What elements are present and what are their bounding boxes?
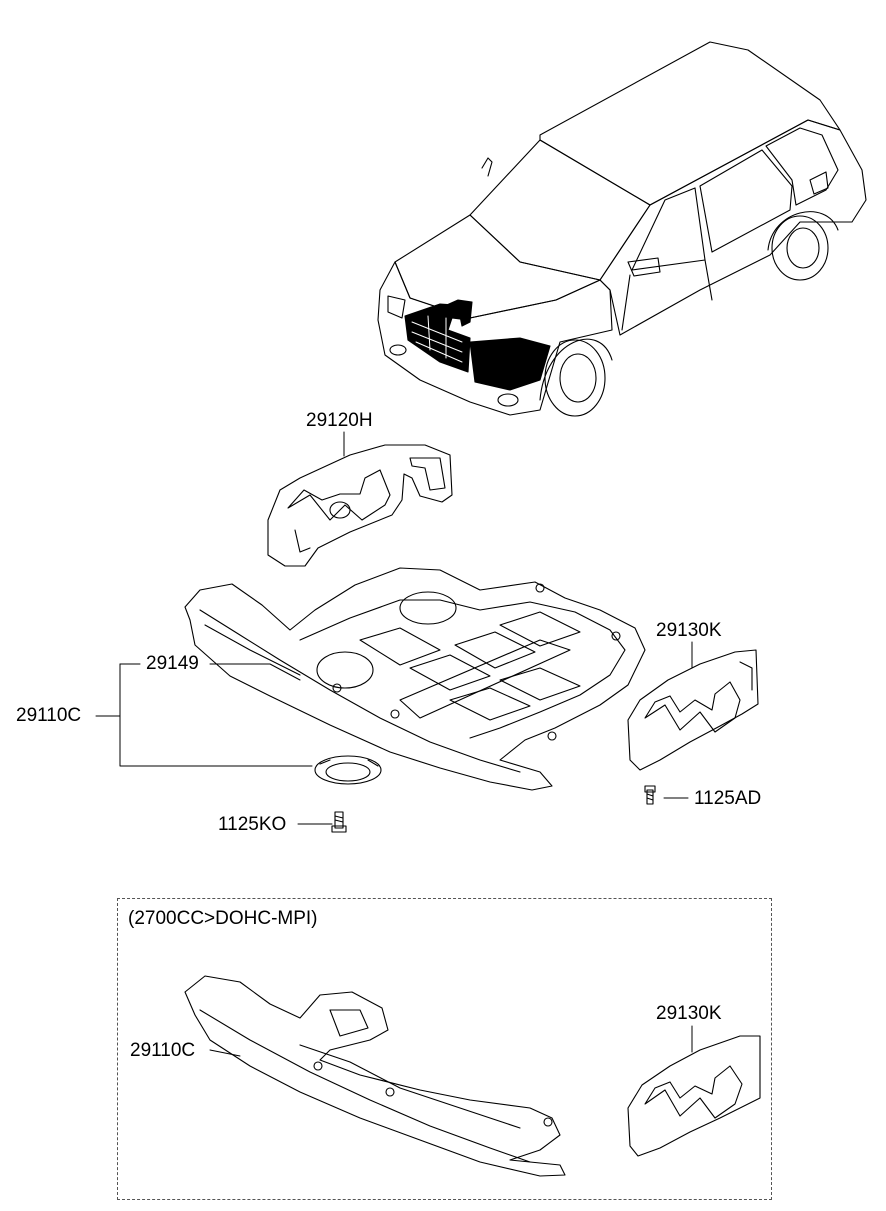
variant-box	[117, 898, 772, 1200]
leader-lines	[95, 431, 693, 825]
variant-box-title: (2700CC>DOHC-MPI)	[128, 908, 318, 929]
bolt-1125KO-shape	[331, 811, 347, 833]
part-29149-shape	[314, 755, 382, 785]
bolt-1125AD-shape	[644, 785, 656, 805]
part-29110C-shape	[184, 567, 646, 791]
label-29110C: 29110C	[16, 705, 82, 726]
variant-29110C-shape	[184, 975, 566, 1177]
variant-label-29130K: 29130K	[656, 1003, 722, 1024]
label-29149: 29149	[146, 653, 199, 674]
part-29130K-shape	[627, 649, 759, 771]
variant-leader-lines	[209, 1025, 693, 1057]
variant-label-29110C: 29110C	[130, 1040, 196, 1061]
vehicle-highlight-grille	[404, 299, 551, 391]
part-29120H-shape	[267, 444, 453, 567]
variant-29130K-shape	[627, 1035, 761, 1157]
label-1125KO: 1125KO	[218, 814, 287, 835]
label-29130K: 29130K	[656, 620, 722, 641]
label-1125AD: 1125AD	[694, 788, 762, 809]
label-29120H: 29120H	[306, 410, 373, 431]
